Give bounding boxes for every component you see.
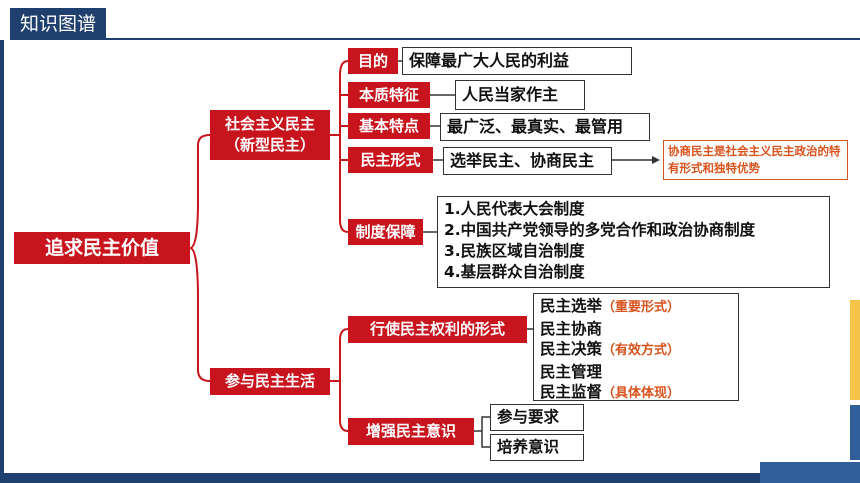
note-arrowhead [652,156,660,164]
top-strip [0,0,860,4]
participation-requirement-text: 参与要求 [497,408,560,426]
bottom-bar [0,473,860,483]
content-essence: 人民当家作主 [455,80,585,110]
form-consultation-text: 民主协商 [540,319,603,338]
label-democracy-forms: 民主形式 [348,147,433,173]
form-election-note: （重要形式） [602,300,681,315]
branch1-label-line1: 社会主义民主 [224,115,315,133]
label-basic-features: 基本特点 [348,113,430,139]
form-supervision-note: （具体体现） [602,386,681,401]
label-enhance-awareness-text: 增强民主意识 [365,422,456,440]
content-basic-features-text: 最广泛、最真实、最管用 [447,117,624,136]
label-institutional-guarantee-text: 制度保障 [355,223,416,241]
connector-branch1-bracket [339,60,349,233]
left-border [0,40,4,483]
label-rights-forms: 行使民主权利的形式 [348,316,527,343]
label-rights-forms-text: 行使民主权利的形式 [369,320,505,338]
root-label: 追求民主价值 [44,237,159,259]
label-purpose-text: 目的 [357,52,388,70]
connector-branch1-ticks [340,94,348,161]
branch2-label: 参与民主生活 [224,372,315,390]
right-decoration-yellow [850,300,860,400]
form-item-supervision: 民主监督（具体体现） [540,382,732,405]
form-item-decision: 民主决策（有效方式） [540,339,732,362]
label-enhance-awareness: 增强民主意识 [348,418,474,445]
label-essence-text: 本质特征 [358,86,419,104]
cultivate-awareness-text: 培养意识 [497,438,560,456]
system-line-3: 3.民族区域自治制度 [444,242,585,260]
connector-root-branch2 [189,247,211,382]
content-institutional-guarantee: 1.人民代表大会制度 2.中国共产党领导的多党合作和政治协商制度 3.民族区域自… [437,196,830,288]
content-purpose: 保障最广大人民的利益 [402,47,632,75]
content-democracy-forms-text: 选举民主、协商民主 [450,151,595,170]
form-election-text: 民主选举 [540,297,603,315]
content-participation-requirement: 参与要求 [490,404,584,431]
content-essence-text: 人民当家作主 [462,85,559,104]
branch1-label-line2: （新型民主） [224,136,315,154]
connector-root-branch1 [189,134,211,249]
content-rights-forms: 民主选举（重要形式） 民主协商 民主决策（有效方式） 民主管理 民主监督（具体体… [533,293,739,401]
label-basic-features-text: 基本特点 [358,117,419,135]
bottom-right-decoration [760,462,860,483]
system-line-1: 1.人民代表大会制度 [444,200,585,218]
form-management-text: 民主管理 [540,362,603,381]
connector-branch2-bracket [339,328,349,432]
form-item-election: 民主选举（重要形式） [540,296,732,319]
system-line-4: 4.基层群众自治制度 [444,263,585,281]
content-democracy-forms: 选举民主、协商民主 [443,147,612,175]
form-item-consultation: 民主协商 [540,319,732,340]
form-decision-note: （有效方式） [602,343,681,358]
label-essence: 本质特征 [348,82,430,108]
branch-participate-democratic-life: 参与民主生活 [210,368,330,395]
form-supervision-text: 民主监督 [540,383,603,401]
content-purpose-text: 保障最广大人民的利益 [409,51,570,70]
note-text: 协商民主是社会主义民主政治的特有形式和独特优势 [668,144,841,175]
form-decision-text: 民主决策 [540,340,603,358]
root-node: 追求民主价值 [14,232,190,264]
label-institutional-guarantee: 制度保障 [348,219,423,245]
branch-socialist-democracy: 社会主义民主 （新型民主） [210,110,330,160]
form-item-management: 民主管理 [540,362,732,383]
label-purpose: 目的 [348,48,398,74]
content-basic-features: 最广泛、最真实、最管用 [440,113,650,141]
note-consultative-democracy: 协商民主是社会主义民主政治的特有形式和独特优势 [663,140,848,180]
right-decoration-blue [850,405,860,460]
label-democracy-forms-text: 民主形式 [360,151,421,169]
system-line-2: 2.中国共产党领导的多党合作和政治协商制度 [444,221,756,239]
title-underline [106,38,860,40]
page-title: 知识图谱 [10,8,106,40]
content-cultivate-awareness: 培养意识 [490,434,584,461]
